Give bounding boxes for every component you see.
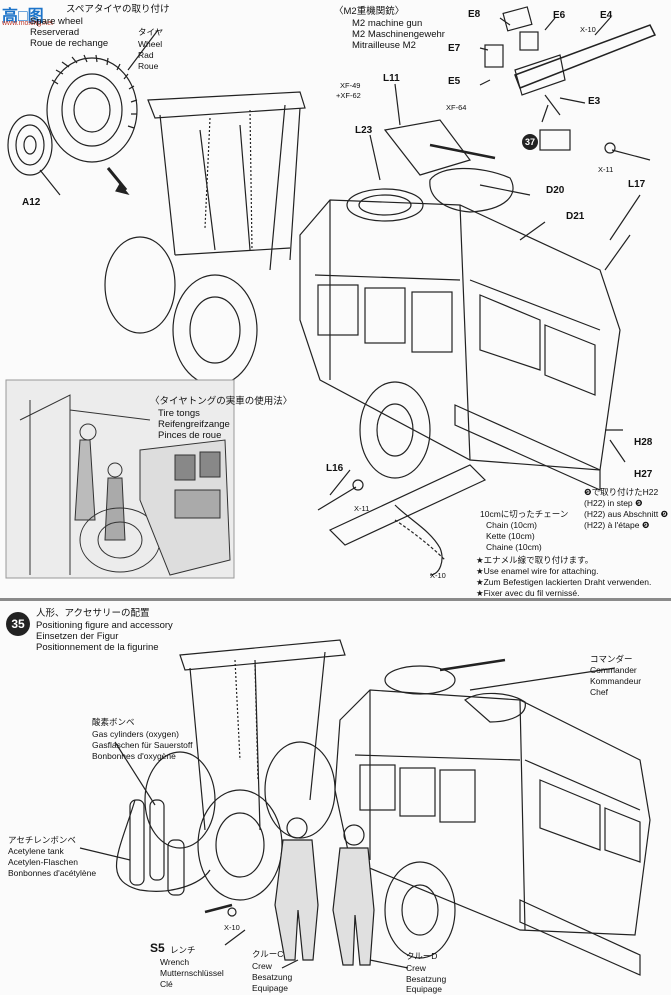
section-divider xyxy=(0,598,671,601)
h22-note-en: (H22) in step ❾ xyxy=(584,498,643,508)
wrench-fr: Clé xyxy=(160,979,173,989)
rod-x11 xyxy=(611,149,651,161)
mg-heading-jp: 〈M2重機関銃〉 xyxy=(334,6,405,17)
mg-parts-drawing xyxy=(484,6,657,151)
spare-tire-drawing xyxy=(46,54,138,163)
wrench-en: Wrench xyxy=(160,957,190,967)
wire-note-de: ★Zum Befestigen lackierten Draht verwend… xyxy=(476,577,652,587)
step35-heading-de: Einsetzen der Figur xyxy=(36,631,119,642)
logo-url: www.moxing.net xyxy=(2,20,53,27)
acetylene-fr: Bonbonnes d'acétylène xyxy=(8,868,97,878)
chain-note-jp: 10cmに切ったチェーン xyxy=(480,509,569,519)
step35-heading-jp: 人形、アクセサリーの配置 xyxy=(36,608,150,619)
mg-heading-fr: Mitrailleuse M2 xyxy=(352,40,416,51)
chain-note-fr: Chaine (10cm) xyxy=(486,542,542,552)
wheel-rim-drawing xyxy=(7,114,53,176)
crew-d-fr: Equipage xyxy=(406,984,442,994)
commander-de: Kommandeur xyxy=(590,676,642,686)
h22-note-jp: ❾で取り付けたH22 xyxy=(584,487,659,497)
oxygen-en: Gas cylinders (oxygen) xyxy=(92,729,179,739)
tongs-heading-de: Reifengreifzange xyxy=(158,419,230,430)
crew-c-en: Crew xyxy=(252,961,272,971)
tongs-heading-en: Tire tongs xyxy=(158,408,200,419)
part-a12: A12 xyxy=(22,197,41,208)
tire-heading-en: Spare wheel xyxy=(30,16,83,27)
part-x11-left: X-11 xyxy=(354,504,370,513)
wire-note-jp: ★エナメル線で取り付けます。 xyxy=(476,555,594,565)
step35-heading-fr: Positionnement de la figurine xyxy=(36,642,159,653)
tire-heading-jp: スペアタイヤの取り付け xyxy=(66,4,170,15)
paint-xf62: +XF-62 xyxy=(336,91,361,100)
part-x10-top: X-10 xyxy=(580,25,596,34)
part-e4: E4 xyxy=(600,10,613,21)
part-e3: E3 xyxy=(588,96,601,107)
tire-label-en: Wheel xyxy=(138,39,163,49)
part-d20: D20 xyxy=(546,185,565,196)
acetylene-en: Acetylene tank xyxy=(8,846,64,856)
chain-drawing xyxy=(394,519,446,561)
tire-heading-fr: Roue de rechange xyxy=(30,38,109,49)
crew-d-de: Besatzung xyxy=(406,974,447,984)
commander-en: Commander xyxy=(590,665,637,675)
step-35-number: 35 xyxy=(6,612,30,636)
part-l11: L11 xyxy=(383,73,400,84)
tire-heading-de: Reserverad xyxy=(30,27,80,38)
oxygen-fr: Bonbonnes d'oxygène xyxy=(92,751,176,761)
step-ref-37: 37 xyxy=(522,134,538,150)
chain-note-en: Chain (10cm) xyxy=(486,520,538,530)
crew-d-en: Crew xyxy=(406,963,426,973)
part-l23: L23 xyxy=(355,125,373,136)
rod-l16 xyxy=(317,486,357,511)
truck-step35-drawing xyxy=(79,639,651,976)
part-e6: E6 xyxy=(553,10,566,21)
tire-label-fr: Roue xyxy=(138,61,159,71)
part-x10-wrench: X-10 xyxy=(224,923,240,932)
arrow-tire xyxy=(106,167,128,191)
rod-l17 xyxy=(604,234,631,271)
wrench-de: Mutternschlüssel xyxy=(160,968,224,978)
part-e7: E7 xyxy=(448,43,461,54)
crew-c-de: Besatzung xyxy=(252,972,293,982)
wire-note-en: ★Use enamel wire for attaching. xyxy=(476,566,599,576)
oxygen-de: Gasflaschen für Sauerstoff xyxy=(92,740,193,750)
tire-label-jp: タイヤ xyxy=(138,27,164,37)
wrench-jp: レンチ xyxy=(170,945,196,955)
part-e8: E8 xyxy=(468,9,481,20)
watermark-logo: 高□图 www.moxing.net xyxy=(2,2,68,32)
acetylene-de: Acetylen-Flaschen xyxy=(8,857,78,867)
chain-note-de: Kette (10cm) xyxy=(486,531,535,541)
tire-label-de: Rad xyxy=(138,50,154,60)
tongs-heading-fr: Pinces de roue xyxy=(158,430,222,441)
part-s5: S5 xyxy=(150,941,165,955)
logo-glyphs: 高□图 xyxy=(2,8,44,25)
part-h27: H27 xyxy=(634,469,653,480)
part-l17: L17 xyxy=(628,179,646,190)
part-x11-right: X-11 xyxy=(598,165,614,174)
commander-fr: Chef xyxy=(590,687,608,697)
truck-step34-drawing xyxy=(104,91,621,576)
oxygen-jp: 酸素ボンベ xyxy=(92,717,135,727)
acetylene-jp: アセチレンボンベ xyxy=(8,835,76,845)
commander-jp: コマンダー xyxy=(590,654,633,664)
tongs-heading-jp: 〈タイヤトングの実車の使用法〉 xyxy=(150,396,293,407)
mg-heading-en: M2 machine gun xyxy=(352,18,423,29)
step35-heading-en: Positioning figure and accessory xyxy=(36,620,173,631)
h22-note-de: (H22) aus Abschnitt ❾ xyxy=(584,509,669,519)
crew-d-jp: クルーD xyxy=(406,951,438,961)
part-h28: H28 xyxy=(634,437,653,448)
mg-heading-de: M2 Maschinengewehr xyxy=(352,29,445,40)
paint-xf49: XF-49 xyxy=(340,81,361,90)
part-l16: L16 xyxy=(326,463,344,474)
part-x10-chain: X-10 xyxy=(430,571,446,580)
crew-c-fr: Equipage xyxy=(252,983,288,993)
part-e5: E5 xyxy=(448,76,461,87)
wire-note-fr: ★Fixer avec du fil vernissé. xyxy=(476,588,580,598)
paint-xf64: XF-64 xyxy=(446,103,467,112)
crew-c-jp: クルーC xyxy=(252,949,284,959)
part-d21: D21 xyxy=(566,211,585,222)
h22-note-fr: (H22) à l'étape ❾ xyxy=(584,520,650,530)
photo-inset-drawing xyxy=(5,379,235,579)
